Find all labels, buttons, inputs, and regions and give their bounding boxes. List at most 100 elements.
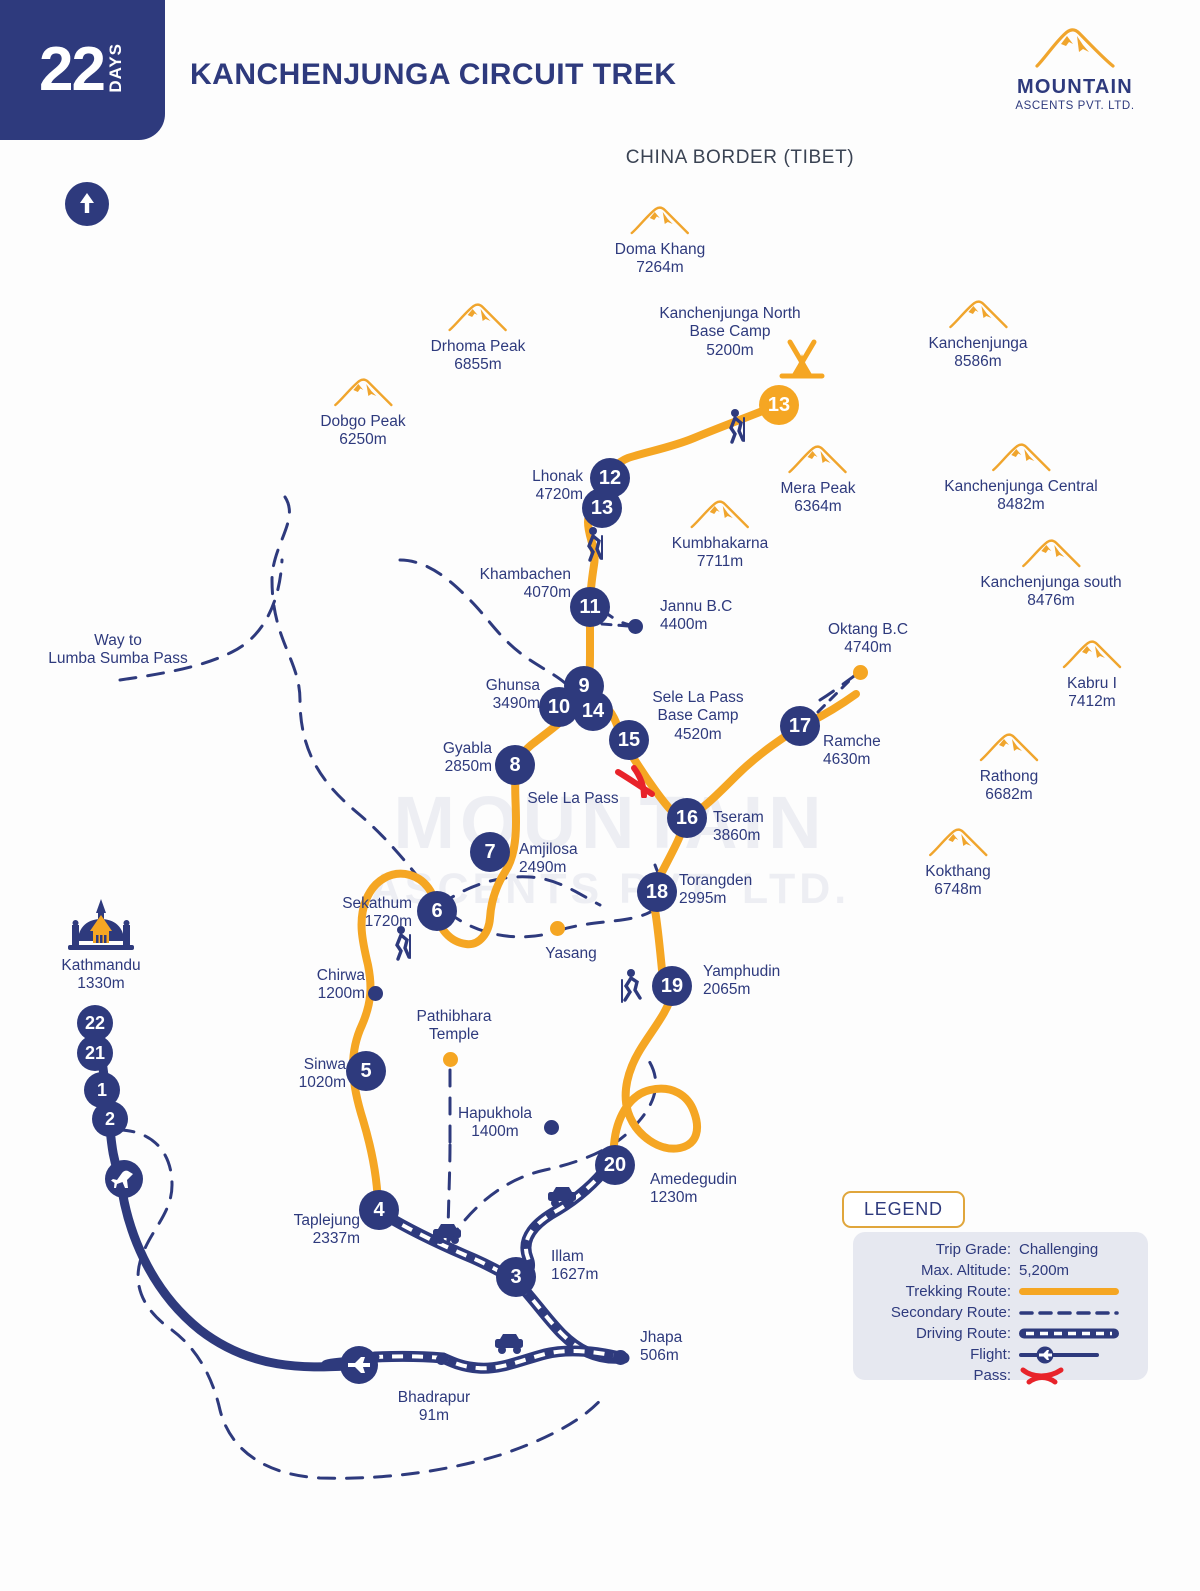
day-marker-3[interactable]: 3 bbox=[496, 1257, 536, 1297]
label-sinwa: Sinwa 1020m bbox=[299, 1056, 346, 1093]
label-amjilosa: Amjilosa 2490m bbox=[519, 841, 578, 878]
place-altitude: 1330m bbox=[77, 975, 125, 993]
mountain-peak-icon bbox=[991, 443, 1051, 472]
mountain-icon bbox=[1033, 28, 1117, 74]
day-marker-13[interactable]: 13 bbox=[582, 488, 622, 528]
day-marker-13-bc[interactable]: 13 bbox=[759, 385, 799, 425]
peak-kanchenjunga-central: Kanchenjunga Central 8482m bbox=[944, 443, 1098, 515]
label-sele-la-pass-base-camp: Sele La Pass Base Camp 4520m bbox=[652, 689, 743, 744]
place-name: Bhadrapur bbox=[397, 1389, 471, 1406]
place-altitude: 91m bbox=[418, 1407, 450, 1425]
day-marker-6[interactable]: 6 bbox=[417, 891, 457, 931]
hiker-icon bbox=[616, 968, 646, 1009]
airplane-marker-icon[interactable] bbox=[104, 1159, 144, 1204]
day-marker-17[interactable]: 17 bbox=[780, 706, 820, 746]
place-altitude: 4520m bbox=[674, 725, 722, 743]
day-marker-14[interactable]: 14 bbox=[573, 691, 613, 731]
place-name: Jhapa bbox=[640, 1329, 683, 1346]
legend-rows: Trip Grade: Challenging Max. Altitude: 5… bbox=[853, 1236, 1148, 1385]
day-marker-20[interactable]: 20 bbox=[595, 1145, 635, 1185]
jeep-icon bbox=[545, 1183, 581, 1214]
days-count: 22 bbox=[39, 35, 106, 104]
legend-key: Flight: bbox=[970, 1346, 1011, 1363]
mountain-peak-icon bbox=[630, 206, 690, 235]
peak-altitude: 8586m bbox=[954, 353, 1002, 371]
day-marker-10[interactable]: 10 bbox=[539, 687, 579, 727]
chirwa-dot[interactable] bbox=[367, 985, 383, 1001]
peak-name: Doma Khang bbox=[614, 241, 706, 258]
place-name: Yasang bbox=[545, 945, 597, 962]
label-taplejung: Taplejung 2337m bbox=[294, 1212, 360, 1249]
place-altitude: 1020m bbox=[298, 1074, 346, 1092]
legend-row-driving-route: Driving Route: bbox=[853, 1324, 1148, 1343]
place-altitude: 4630m bbox=[823, 751, 871, 769]
peak-mera: Mera Peak 6364m bbox=[781, 445, 855, 517]
place-name: Gyabla bbox=[442, 740, 492, 757]
place-altitude: 1200m bbox=[317, 985, 365, 1003]
way-to-lumba-sumba-note: Way to Lumba Sumba Pass bbox=[48, 632, 188, 669]
place-altitude: 506m bbox=[640, 1347, 679, 1365]
peak-altitude: 7711m bbox=[696, 553, 744, 571]
temple-icon bbox=[62, 897, 140, 966]
legend-row-secondary-route: Secondary Route: bbox=[853, 1303, 1148, 1322]
peak-altitude: 7412m bbox=[1068, 693, 1116, 711]
place-name: Hapukhola bbox=[457, 1105, 533, 1122]
peak-altitude: 6250m bbox=[339, 431, 387, 449]
place-name: Khambachen bbox=[479, 566, 571, 583]
legend-key: Trekking Route: bbox=[905, 1283, 1011, 1300]
peak-name: Rathong bbox=[979, 768, 1039, 785]
peak-name: Kumbhakarna bbox=[671, 535, 769, 552]
day-marker-2[interactable]: 2 bbox=[92, 1101, 128, 1137]
route-waypoint-dot[interactable] bbox=[435, 1353, 447, 1365]
day-marker-8[interactable]: 8 bbox=[495, 745, 535, 785]
day-marker-21[interactable]: 21 bbox=[77, 1035, 113, 1071]
note-line1: Way to bbox=[94, 632, 142, 649]
label-kanchenjunga-north-base-camp: Kanchenjunga North Base Camp 5200m bbox=[659, 305, 800, 360]
north-arrow-icon bbox=[65, 182, 109, 226]
note-line2: Lumba Sumba Pass bbox=[48, 650, 188, 668]
legend-title: LEGEND bbox=[842, 1191, 965, 1228]
oktang-bc-dot[interactable] bbox=[852, 664, 868, 680]
legend-key: Pass: bbox=[973, 1367, 1011, 1384]
day-marker-5[interactable]: 5 bbox=[346, 1051, 386, 1091]
jhapa-dot[interactable] bbox=[612, 1349, 628, 1365]
place-name: Sekathum bbox=[342, 895, 412, 912]
label-sekathum: Sekathum 1720m bbox=[342, 895, 412, 932]
peak-altitude: 6682m bbox=[985, 786, 1033, 804]
tent-icon bbox=[776, 336, 828, 387]
day-marker-16[interactable]: 16 bbox=[667, 798, 707, 838]
peak-name: Kabru I bbox=[1067, 675, 1117, 692]
hiker-icon bbox=[722, 408, 752, 449]
label-khambachen: Khambachen 4070m bbox=[480, 566, 571, 603]
place-altitude: 2490m bbox=[519, 859, 567, 877]
label-amedegudin: Amedegudin 1230m bbox=[650, 1171, 737, 1208]
label-ramche: Ramche 4630m bbox=[823, 733, 881, 770]
day-marker-19[interactable]: 19 bbox=[652, 966, 692, 1006]
day-marker-15[interactable]: 15 bbox=[609, 720, 649, 760]
jannu-bc-dot[interactable] bbox=[627, 618, 643, 634]
yasang-dot[interactable] bbox=[549, 920, 565, 936]
legend-row-trekking-route: Trekking Route: bbox=[853, 1282, 1148, 1301]
airplane-marker-icon[interactable] bbox=[339, 1345, 379, 1390]
legend-value bbox=[1019, 1366, 1065, 1386]
place-name: Torangden bbox=[679, 872, 753, 889]
peak-kanchenjunga: Kanchenjunga 8586m bbox=[928, 300, 1028, 372]
day-marker-11[interactable]: 11 bbox=[570, 587, 610, 627]
place-altitude: 4720m bbox=[535, 486, 583, 504]
day-marker-7[interactable]: 7 bbox=[470, 832, 510, 872]
place-altitude: 4740m bbox=[844, 639, 892, 657]
place-name: Oktang B.C bbox=[827, 621, 909, 638]
peak-dobgo: Dobgo Peak 6250m bbox=[320, 378, 406, 450]
place-name: Kathmandu bbox=[61, 957, 141, 974]
legend-key: Secondary Route: bbox=[890, 1304, 1011, 1321]
trekking-route-swatch bbox=[1019, 1288, 1119, 1295]
day-marker-4[interactable]: 4 bbox=[359, 1190, 399, 1230]
legend-value bbox=[1019, 1308, 1119, 1318]
label-chirwa: Chirwa 1200m bbox=[317, 967, 365, 1004]
hapukhola-dot[interactable] bbox=[543, 1119, 559, 1135]
place-name: Chirwa bbox=[316, 967, 365, 984]
peak-kabru: Kabru I 7412m bbox=[1061, 640, 1123, 712]
label-yamphudin: Yamphudin 2065m bbox=[703, 963, 780, 1000]
pathibhara-temple-dot[interactable] bbox=[442, 1051, 458, 1067]
day-marker-18[interactable]: 18 bbox=[637, 872, 677, 912]
